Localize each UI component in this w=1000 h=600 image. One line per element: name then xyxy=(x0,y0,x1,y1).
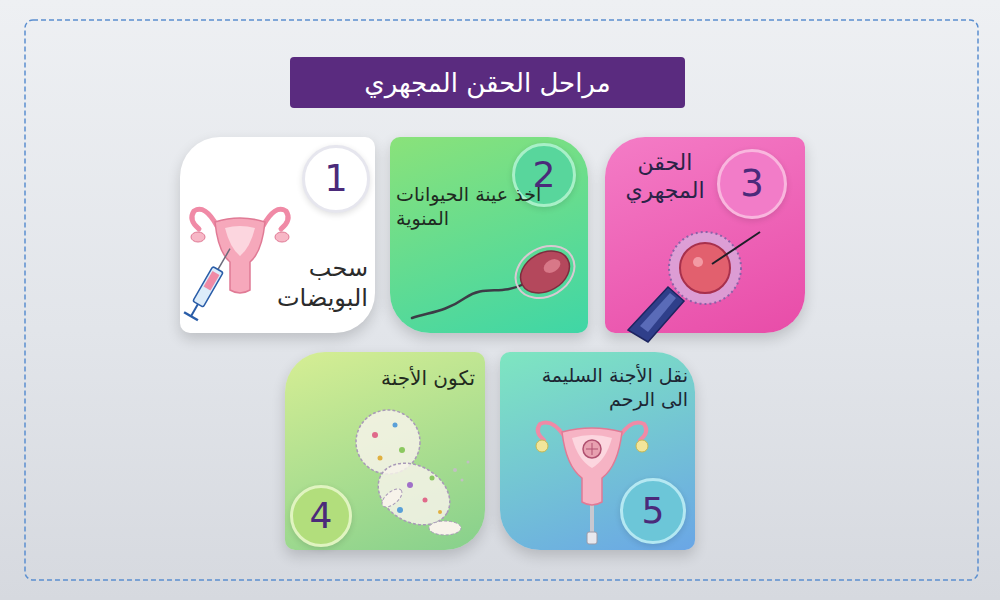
speckle xyxy=(378,456,383,461)
step-label: سحب البويضات xyxy=(258,253,368,313)
catheter-tip xyxy=(587,532,597,544)
syringe-fluid xyxy=(204,271,220,291)
embryo-cell-line xyxy=(592,443,593,455)
sperm-head xyxy=(513,243,577,302)
step-card: تكون الأجنة 4 xyxy=(285,352,485,550)
fallopian-tube xyxy=(538,423,564,441)
ovary xyxy=(636,440,648,452)
needle xyxy=(218,249,230,270)
ovary xyxy=(191,232,205,242)
holding-pipette xyxy=(628,287,684,342)
speckle xyxy=(397,507,403,513)
egg-nucleus xyxy=(693,257,703,267)
uterus-illustration xyxy=(191,209,289,293)
embryo-body xyxy=(367,451,461,537)
step-label: الحقن المجهري xyxy=(617,149,713,204)
step-number-badge: 5 xyxy=(620,478,686,544)
plunger-cap xyxy=(184,312,198,320)
plunger xyxy=(191,304,198,316)
uterus-body xyxy=(562,428,622,505)
speckle xyxy=(372,432,378,438)
catheter xyxy=(590,502,594,540)
embryo-head xyxy=(356,410,420,474)
speckle xyxy=(399,447,405,453)
step-card: أخذ عينة الحيوانات المنوية2 xyxy=(390,137,588,333)
speckle xyxy=(423,498,428,503)
pipette-shine xyxy=(640,293,676,332)
sperm-illustration xyxy=(412,236,584,318)
fallopian-tube xyxy=(620,423,646,441)
ovary xyxy=(536,440,548,452)
speckle xyxy=(407,482,413,488)
step-number: 2 xyxy=(515,146,573,204)
embryo-dot xyxy=(583,440,601,458)
uterus-cavity xyxy=(225,226,255,256)
sperm-halo xyxy=(506,236,584,309)
step-label: نقل الأجنة السليمة الى الرحم xyxy=(512,364,688,412)
injection-illustration xyxy=(628,232,760,342)
step-number: 1 xyxy=(305,148,367,210)
embryo-cell-line xyxy=(586,449,598,450)
sperm-highlight xyxy=(541,256,563,275)
speckle xyxy=(453,468,457,472)
speckle xyxy=(467,461,470,464)
dashed-border xyxy=(25,20,978,580)
speckle xyxy=(430,476,435,481)
uterus-body xyxy=(215,218,265,293)
sperm-tail xyxy=(412,284,524,318)
step-card: نقل الأجنة السليمة الى الرحم 5 xyxy=(500,352,695,550)
step-label: تكون الأجنة xyxy=(343,366,475,391)
syringe-barrel xyxy=(193,266,223,307)
speckle xyxy=(461,479,464,482)
injection-needle xyxy=(712,232,760,264)
step-card: سحب البويضات 1 xyxy=(180,137,375,333)
step-number-badge: 4 xyxy=(290,485,352,547)
embryo-leg xyxy=(429,521,461,535)
step-number-badge: 1 xyxy=(302,145,370,213)
step-card: الحقن المجهري3 xyxy=(605,137,805,333)
step-number-badge: 2 xyxy=(512,143,576,207)
step-number: 5 xyxy=(623,481,683,541)
speckle xyxy=(393,423,398,428)
syringe-icon xyxy=(184,245,237,321)
step-number-badge: 3 xyxy=(717,149,787,219)
fallopian-tube xyxy=(192,209,217,229)
step-number: 3 xyxy=(720,152,784,216)
uterus-cavity xyxy=(572,435,612,468)
egg-cell xyxy=(680,243,730,293)
step-number: 4 xyxy=(293,488,349,544)
egg-zona xyxy=(669,232,741,304)
speckle xyxy=(438,510,442,514)
embryo-arm xyxy=(379,486,405,511)
title-bar: مراحل الحقن المجهري xyxy=(290,57,685,108)
fallopian-tube xyxy=(263,209,288,229)
embryo-illustration xyxy=(356,410,470,537)
ovary xyxy=(275,232,289,242)
diagram-title: مراحل الحقن المجهري xyxy=(364,68,610,98)
transfer-illustration xyxy=(536,423,648,545)
